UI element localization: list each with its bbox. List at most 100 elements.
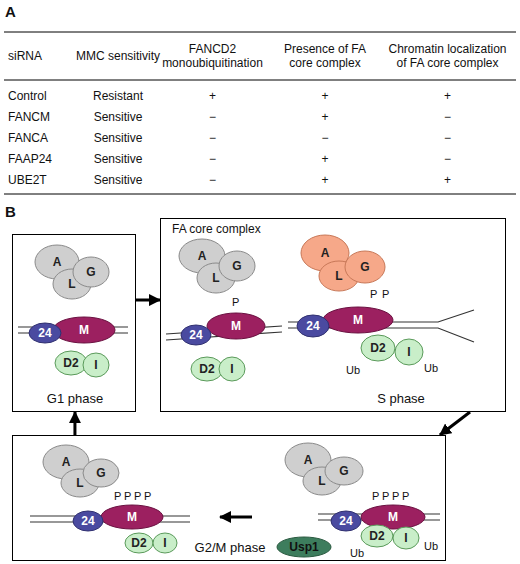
protein-name: I xyxy=(407,345,410,359)
protein-name: D2 xyxy=(370,341,385,355)
faap24-protein: 24 xyxy=(180,324,212,346)
core-protein: G xyxy=(72,256,110,288)
protein-name: L xyxy=(76,476,83,490)
protein-name: 24 xyxy=(306,319,319,333)
table-cell: + xyxy=(277,171,373,189)
phospho-mark: P xyxy=(232,296,239,308)
table-cell: + xyxy=(277,108,373,126)
protein-name: M xyxy=(127,510,137,524)
protein-name: 24 xyxy=(38,326,51,340)
protein-name: L xyxy=(212,271,219,285)
phase-box: G1 phaseALG24MD2I xyxy=(12,234,136,412)
ubiquitin-mark: Ub xyxy=(346,364,360,376)
table-cell: Sensitive xyxy=(68,108,168,126)
active-core-protein: G xyxy=(344,250,386,284)
protein-name: Usp1 xyxy=(289,540,318,554)
panel-letter: A xyxy=(5,3,16,20)
protein-name: D2 xyxy=(369,529,384,543)
protein-name: D2 xyxy=(63,356,78,370)
phase-box: G2/M phaseALG24MD2IALG24MD2IUsp1 xyxy=(12,435,446,561)
table-header: Presence of FA core complex xyxy=(277,33,373,79)
fancm-protein: M xyxy=(100,504,164,530)
protein-name: 24 xyxy=(81,514,94,528)
protein-name: I xyxy=(163,536,166,550)
id-complex-protein: I xyxy=(82,352,110,378)
ubiquitin-mark: Ub xyxy=(350,547,364,559)
ubiquitin-mark: Ub xyxy=(424,540,438,552)
protein-name: G xyxy=(360,260,369,274)
table-cell: − xyxy=(155,150,270,168)
phase-arrow xyxy=(440,412,470,435)
table-cell: − xyxy=(385,129,510,147)
ubiquitin-mark: Ub xyxy=(424,362,438,374)
fancm-protein: M xyxy=(322,306,394,334)
table-cell: + xyxy=(385,171,510,189)
core-protein: G xyxy=(82,458,120,488)
table-cell: − xyxy=(385,108,510,126)
table-cell: − xyxy=(385,150,510,168)
protein-name: M xyxy=(353,313,363,327)
core-protein: G xyxy=(324,456,364,486)
protein-name: G xyxy=(339,464,348,478)
table-rule xyxy=(4,194,516,195)
table-cell: − xyxy=(155,108,270,126)
id-complex-protein: I xyxy=(392,526,420,550)
table-cell: − xyxy=(155,171,270,189)
table-header: FANCD2 monoubiquitination xyxy=(155,33,270,79)
phospho-mark: P xyxy=(124,490,131,502)
faap24-protein: 24 xyxy=(330,510,362,532)
phospho-mark: P xyxy=(382,288,389,300)
protein-name: A xyxy=(198,249,207,263)
table-cell: UBE2T xyxy=(8,171,80,189)
phase-label: G1 phase xyxy=(15,391,135,406)
phase-label: G2/M phase xyxy=(170,540,290,555)
id-complex-protein: D2 xyxy=(124,532,154,554)
protein-name: I xyxy=(404,531,407,545)
protein-name: D2 xyxy=(131,536,146,550)
phospho-mark: P xyxy=(114,490,121,502)
table-cell: + xyxy=(277,150,373,168)
table-header: MMC sensitivity xyxy=(68,33,168,79)
phase-arrow xyxy=(136,299,160,302)
faap24-protein: 24 xyxy=(72,510,104,532)
phase-arrow xyxy=(73,412,76,435)
phase-label: S phase xyxy=(341,391,461,406)
protein-name: G xyxy=(96,466,105,480)
fancm-protein: M xyxy=(52,316,116,344)
protein-name: I xyxy=(94,358,97,372)
table-cell: FANCA xyxy=(8,129,80,147)
id-complex-protein: I xyxy=(218,356,246,382)
phase-box: S phaseALG24MD2IALG24MD2I xyxy=(160,218,506,412)
usp1-protein: Usp1 xyxy=(276,536,332,558)
protein-name: A xyxy=(53,255,62,269)
phospho-mark: P xyxy=(382,490,389,502)
protein-name: D2 xyxy=(199,362,214,376)
protein-name: G xyxy=(86,265,95,279)
table-cell: Sensitive xyxy=(68,171,168,189)
table-cell: Sensitive xyxy=(68,150,168,168)
id-complex-protein: D2 xyxy=(360,524,394,548)
id-complex-protein: D2 xyxy=(360,334,396,362)
protein-name: L xyxy=(318,474,325,488)
table-rule xyxy=(4,80,516,81)
id-complex-protein: I xyxy=(394,338,424,366)
phospho-mark: P xyxy=(372,490,379,502)
protein-name: M xyxy=(388,510,398,524)
table-cell: Control xyxy=(8,87,80,105)
table-cell: FANCM xyxy=(8,108,80,126)
panel-letter: B xyxy=(5,203,16,220)
table-cell: + xyxy=(155,87,270,105)
core-protein: G xyxy=(218,250,256,282)
protein-name: A xyxy=(304,453,313,467)
table-rule xyxy=(4,32,516,33)
phospho-mark: P xyxy=(392,490,399,502)
id-complex-protein: I xyxy=(152,532,178,554)
table-cell: − xyxy=(277,129,373,147)
protein-name: G xyxy=(232,259,241,273)
transition-arrow xyxy=(220,516,252,519)
table-cell: Resistant xyxy=(68,87,168,105)
faap24-protein: 24 xyxy=(28,322,62,344)
phospho-mark: P xyxy=(402,490,409,502)
protein-name: A xyxy=(321,246,330,260)
table-cell: + xyxy=(385,87,510,105)
